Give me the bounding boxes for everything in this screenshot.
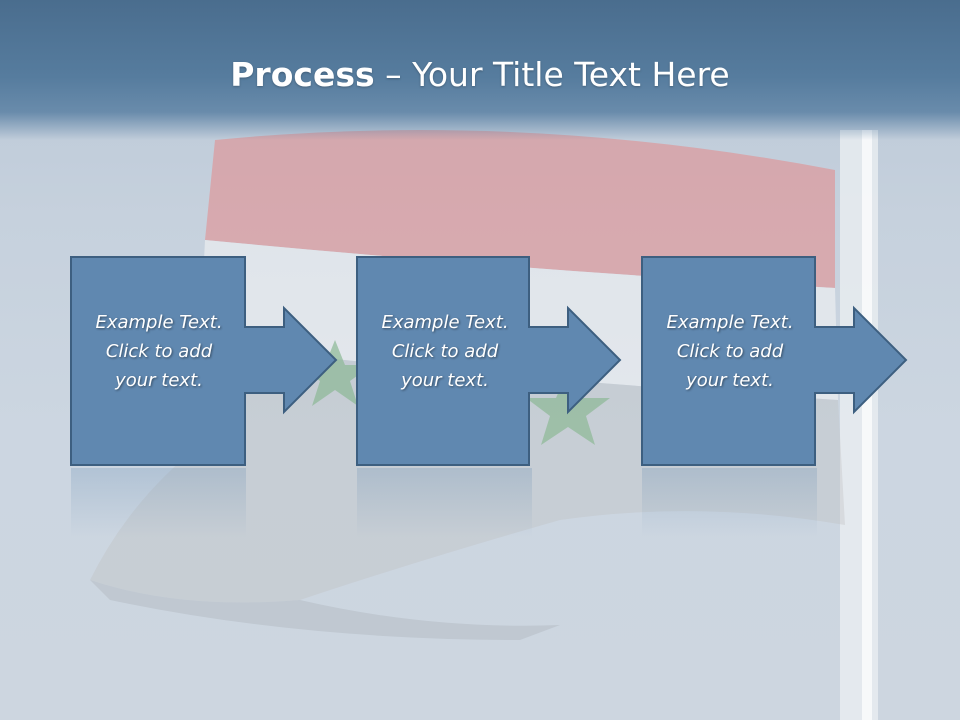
step-text[interactable]: Example Text. Click to add your text. [381, 312, 509, 391]
step-reflection [71, 468, 246, 538]
step-reflection [642, 468, 817, 538]
process-step-3[interactable]: Example Text. Click to add your text. [641, 256, 908, 466]
process-step-2[interactable]: Example Text. Click to add your text. [356, 256, 622, 466]
right-arrow-icon [641, 256, 908, 466]
right-arrow-icon [70, 256, 338, 466]
step-reflection [357, 468, 532, 538]
title-rest: – Your Title Text Here [374, 55, 730, 94]
flagpole [840, 130, 878, 720]
slide-title[interactable]: Process – Your Title Text Here [0, 50, 960, 100]
right-arrow-icon [356, 256, 622, 466]
step-text[interactable]: Example Text. Click to add your text. [666, 312, 794, 391]
process-step-1[interactable]: Example Text. Click to add your text. [70, 256, 338, 466]
title-bold: Process [230, 55, 375, 94]
star-icon [298, 340, 372, 406]
step-text[interactable]: Example Text. Click to add your text. [95, 312, 223, 391]
title-band [0, 0, 960, 140]
